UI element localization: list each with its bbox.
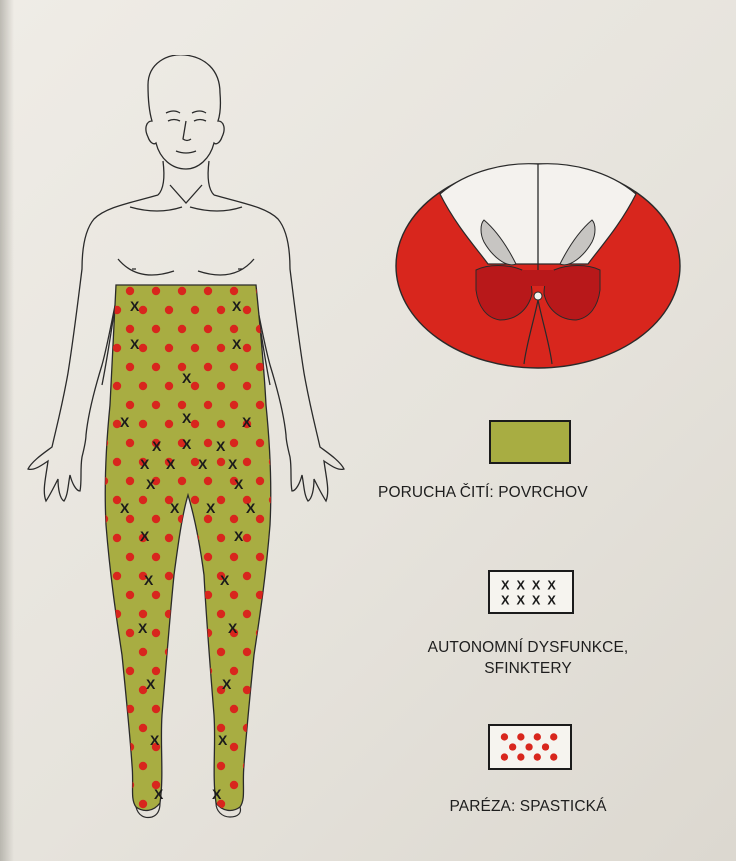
svg-text:X: X	[130, 298, 140, 314]
svg-text:X: X	[150, 732, 160, 748]
svg-text:X: X	[198, 456, 208, 472]
svg-text:X: X	[532, 577, 541, 592]
svg-text:X: X	[170, 500, 180, 516]
spinal-cord-cross-section	[388, 160, 688, 382]
cord-svg	[388, 160, 688, 382]
svg-text:X: X	[212, 786, 222, 802]
svg-text:X: X	[234, 528, 244, 544]
legend-sensory-label: PORUCHA ČITÍ: POVRCHOV	[378, 483, 698, 503]
svg-text:X: X	[232, 298, 242, 314]
svg-text:X: X	[182, 370, 192, 386]
svg-text:X: X	[242, 414, 252, 430]
svg-text:X: X	[547, 593, 556, 608]
legend-autonomic-label-line1: AUTONOMNÍ DYSFUNKCE,	[368, 638, 688, 658]
svg-text:X: X	[532, 593, 541, 608]
legend-paresis-swatch	[488, 724, 572, 770]
svg-text:X: X	[140, 528, 150, 544]
svg-text:X: X	[516, 593, 525, 608]
svg-text:X: X	[222, 676, 232, 692]
svg-text:X: X	[220, 572, 230, 588]
svg-text:X: X	[234, 476, 244, 492]
svg-text:X: X	[120, 414, 130, 430]
svg-text:X: X	[501, 593, 510, 608]
legend-paresis-label: PARÉZA: SPASTICKÁ	[368, 797, 688, 817]
svg-text:X: X	[246, 500, 256, 516]
svg-text:X: X	[547, 577, 556, 592]
svg-text:X: X	[146, 476, 156, 492]
svg-text:X: X	[140, 456, 150, 472]
svg-text:X: X	[166, 456, 176, 472]
svg-text:X: X	[152, 438, 162, 454]
legend-sensory-swatch	[489, 420, 571, 464]
svg-text:X: X	[138, 620, 148, 636]
svg-text:X: X	[154, 786, 164, 802]
svg-text:X: X	[516, 577, 525, 592]
svg-text:X: X	[206, 500, 216, 516]
svg-text:X: X	[182, 436, 192, 452]
svg-text:X: X	[218, 732, 228, 748]
svg-text:X: X	[216, 438, 226, 454]
svg-text:X: X	[144, 572, 154, 588]
svg-text:X: X	[130, 336, 140, 352]
svg-text:X: X	[120, 500, 130, 516]
svg-text:X: X	[232, 336, 242, 352]
legend-autonomic-label-line2: SFINKTERY	[368, 659, 688, 679]
svg-text:X: X	[228, 456, 238, 472]
page-edge-shadow	[0, 0, 14, 861]
svg-text:X: X	[182, 410, 192, 426]
svg-text:X: X	[228, 620, 238, 636]
svg-text:X: X	[146, 676, 156, 692]
svg-text:X: X	[501, 577, 510, 592]
